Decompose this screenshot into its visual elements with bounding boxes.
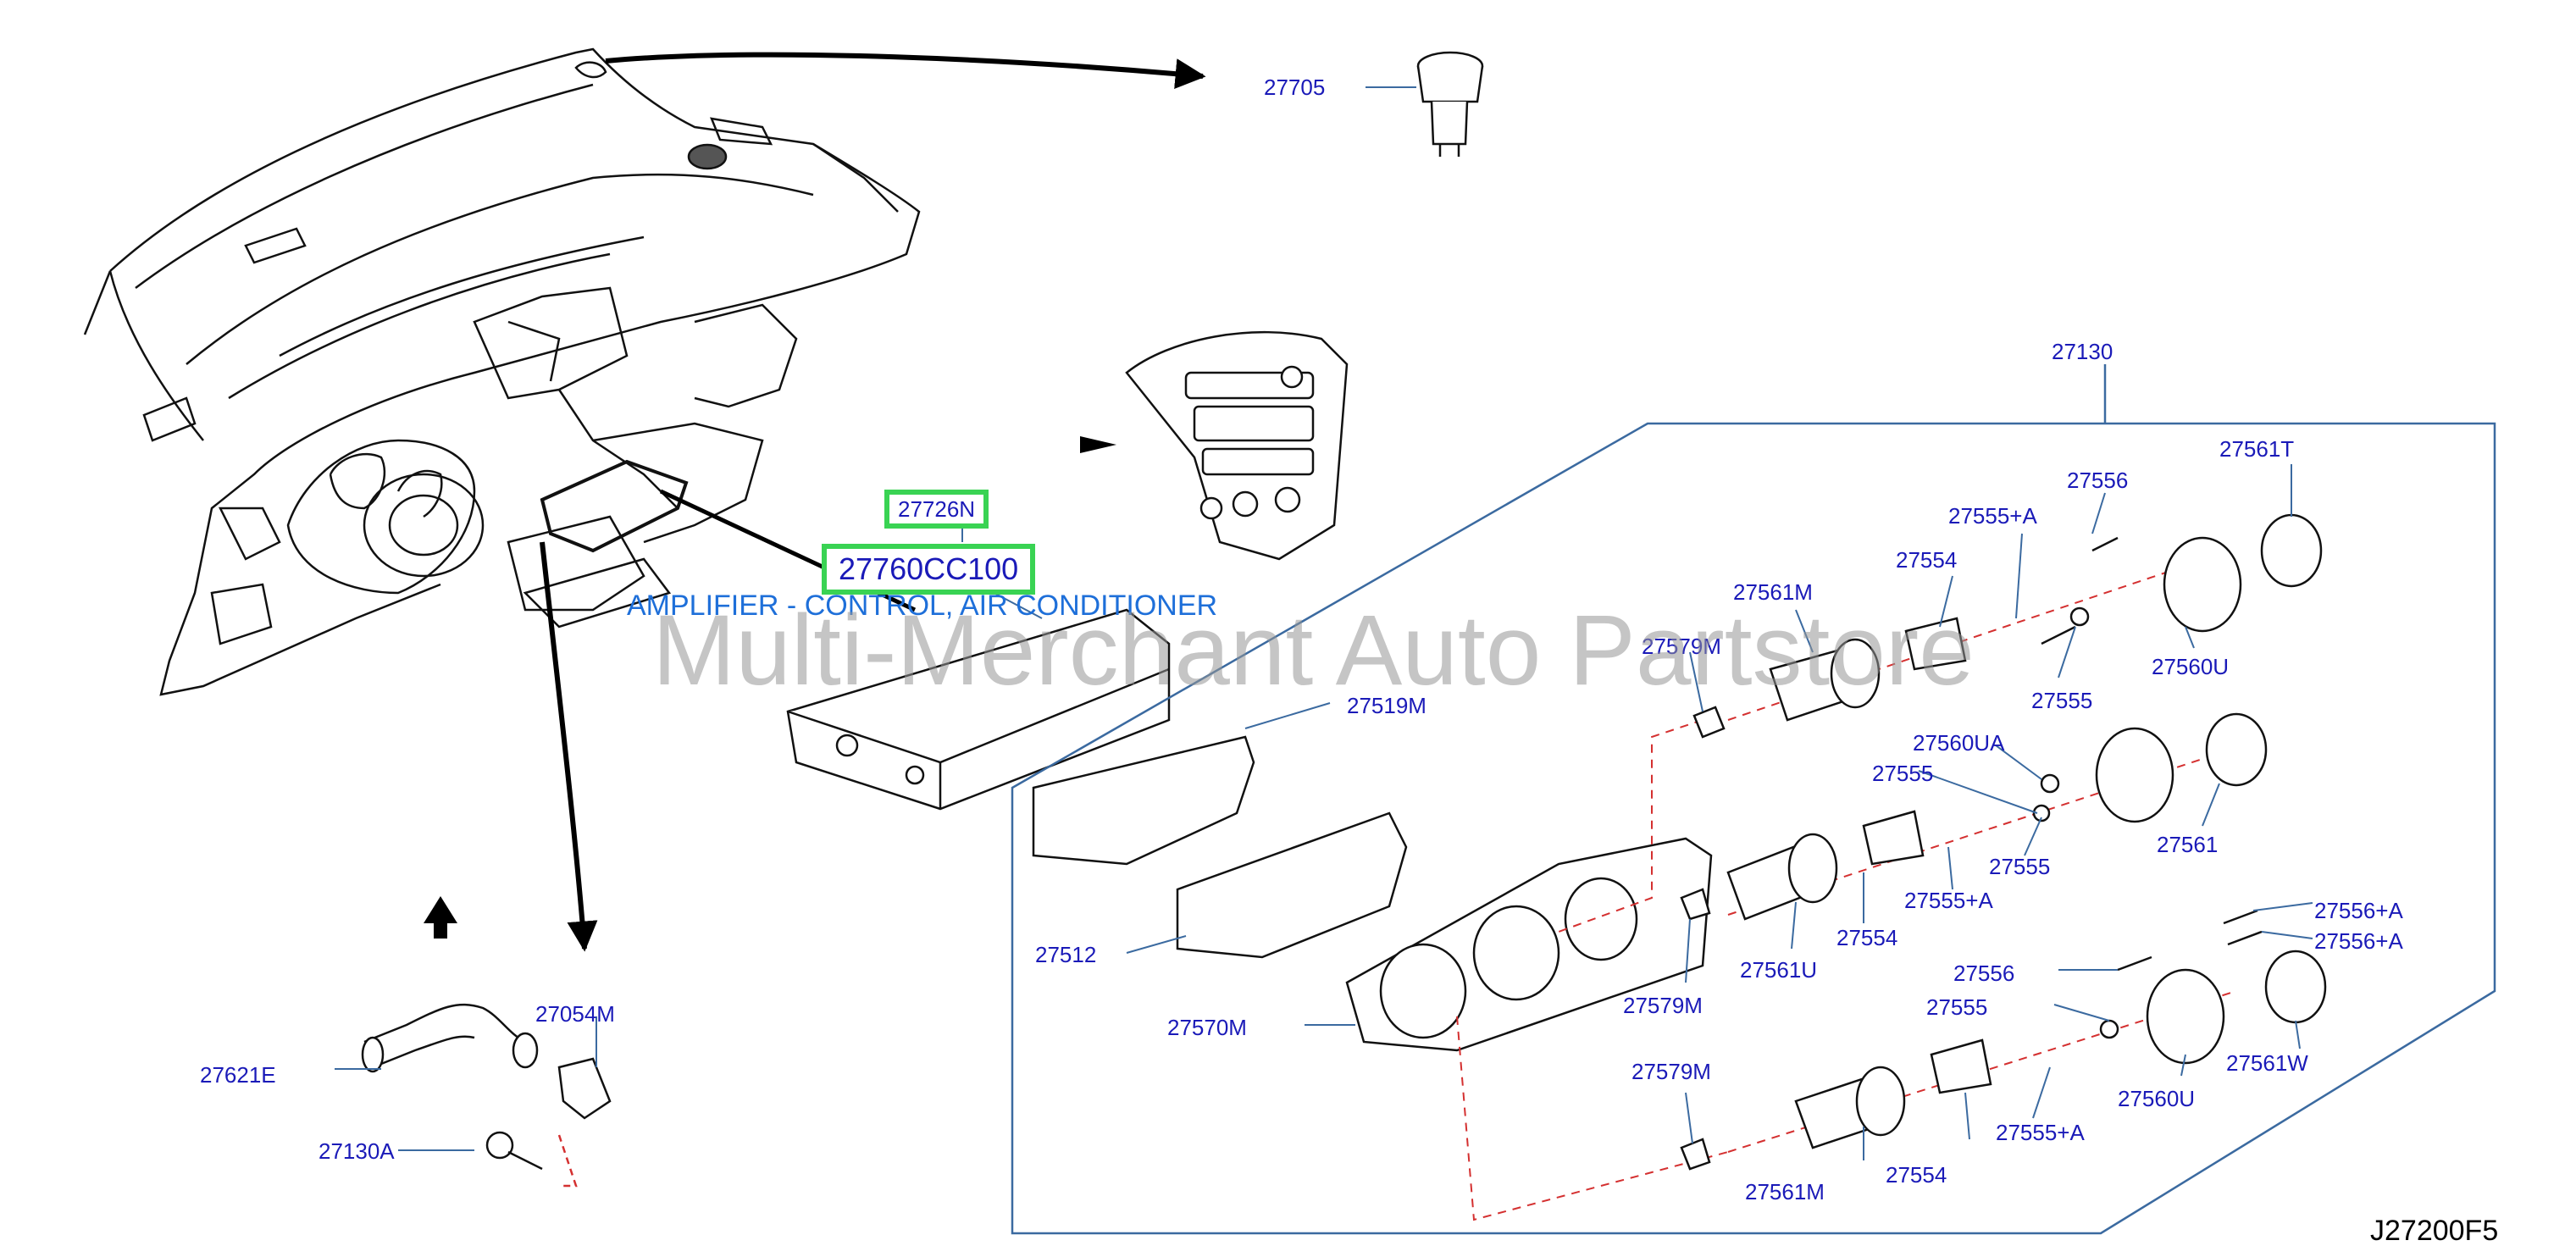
center-bezel [1125, 330, 1349, 561]
drawing-code: J27200F5 [2370, 1215, 2499, 1247]
label-27555A-mid[interactable]: 27555+A [1904, 888, 1993, 913]
label-27130[interactable]: 27130 [2052, 339, 2113, 364]
label-27560U-low[interactable]: 27560U [2118, 1086, 2196, 1111]
assembly-frame-27130 [1011, 422, 2496, 1235]
label-27570M[interactable]: 27570M [1167, 1015, 1247, 1040]
aspirator-hose [361, 1003, 612, 1188]
sensor-27705 [1416, 51, 1484, 157]
label-27561T[interactable]: 27561T [2219, 436, 2295, 462]
direction-arrow-right [1080, 436, 1116, 453]
label-27054M[interactable]: 27054M [535, 1001, 615, 1027]
label-27130A[interactable]: 27130A [319, 1138, 395, 1164]
label-27555A-low[interactable]: 27555+A [1996, 1120, 2085, 1145]
label-27555A-top[interactable]: 27555+A [1948, 503, 2037, 529]
label-27579M-low[interactable]: 27579M [1631, 1059, 1711, 1084]
connector-arrows [540, 52, 1206, 952]
label-27560UA[interactable]: 27560UA [1913, 730, 2005, 756]
circuit-boards [1032, 735, 1408, 959]
label-27726N[interactable]: 27726N [884, 490, 989, 529]
label-27554-low[interactable]: 27554 [1886, 1162, 1947, 1188]
label-27760CC100[interactable]: 27760CC100 [821, 544, 1036, 595]
dashboard-illustration [83, 47, 921, 696]
label-27512[interactable]: 27512 [1035, 942, 1097, 967]
label-27561U[interactable]: 27561U [1740, 957, 1818, 983]
amplifier-unit [786, 608, 1171, 811]
label-27556A-lower[interactable]: 27556+A [2314, 928, 2403, 954]
label-27561M-low[interactable]: 27561M [1745, 1179, 1825, 1204]
label-27705[interactable]: 27705 [1264, 75, 1326, 100]
part-description: AMPLIFIER - CONTROL, AIR CONDITIONER [627, 590, 1218, 622]
label-27555-mid-right[interactable]: 27555 [1989, 854, 2051, 879]
label-27560U-top[interactable]: 27560U [2152, 654, 2230, 679]
label-27621E[interactable]: 27621E [200, 1062, 276, 1088]
label-27554-top[interactable]: 27554 [1896, 547, 1958, 573]
label-27556-low[interactable]: 27556 [1953, 961, 2015, 986]
label-27561W[interactable]: 27561W [2226, 1050, 2308, 1076]
label-27556-top[interactable]: 27556 [2067, 468, 2129, 493]
label-27561[interactable]: 27561 [2157, 832, 2219, 857]
label-27555-mid-left[interactable]: 27555 [1872, 761, 1934, 786]
label-27519M[interactable]: 27519M [1347, 693, 1426, 718]
control-housing [1345, 837, 1713, 1052]
label-27555-top[interactable]: 27555 [2031, 688, 2093, 713]
label-27556A-upper[interactable]: 27556+A [2314, 898, 2403, 923]
label-27579M-mid[interactable]: 27579M [1623, 993, 1703, 1018]
direction-arrow-up [424, 896, 457, 939]
label-27555-low[interactable]: 27555 [1926, 994, 1988, 1020]
leader-lines [335, 86, 2313, 1160]
label-27561M-top[interactable]: 27561M [1733, 579, 1813, 605]
label-27554-mid[interactable]: 27554 [1836, 925, 1898, 950]
label-27579M-top[interactable]: 27579M [1642, 634, 1721, 659]
